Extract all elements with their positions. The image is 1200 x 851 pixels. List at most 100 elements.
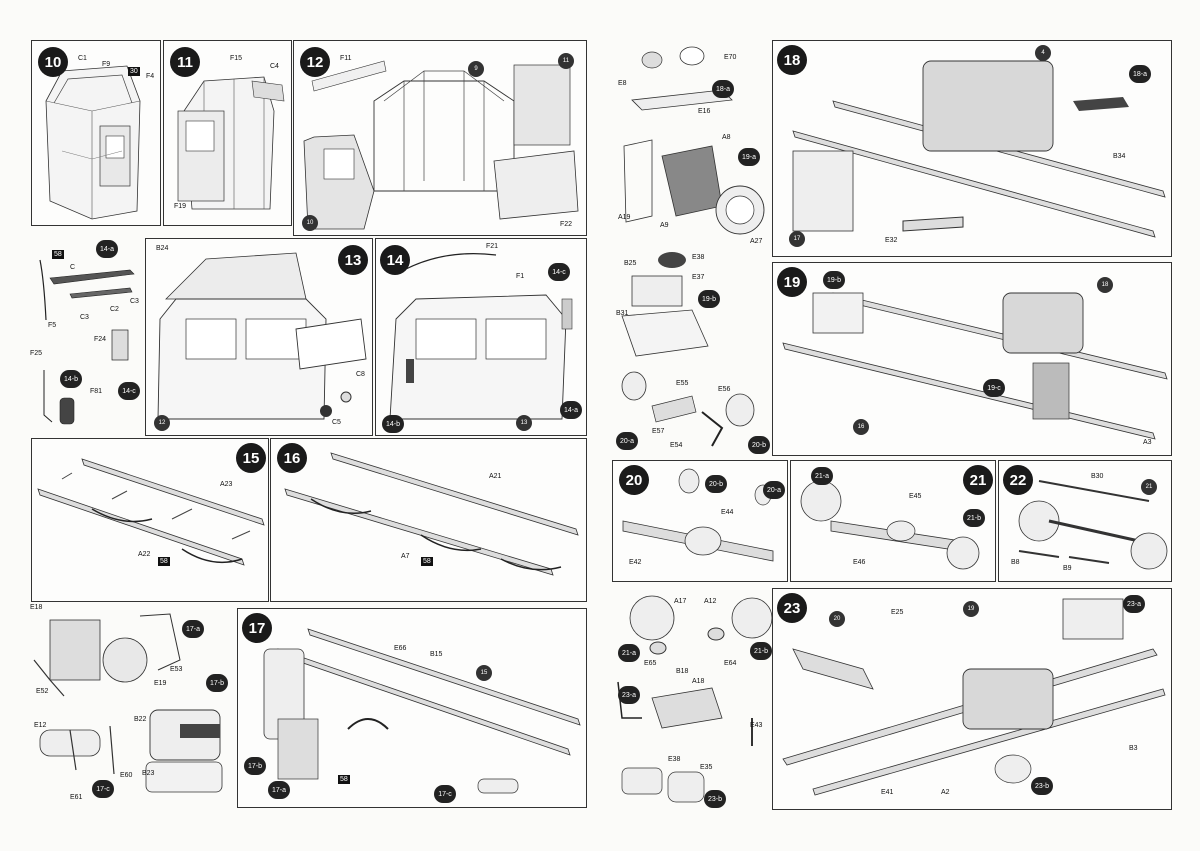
part-label: E37 (692, 274, 705, 281)
step-number: 17 (242, 613, 272, 643)
part-label: A19 (618, 214, 631, 221)
part-label: E52 (36, 688, 49, 695)
subassembly-17a: E18 17-a E53 E52 E19 (30, 600, 220, 700)
part-label: E35 (700, 764, 713, 771)
part-label: E44 (721, 509, 734, 516)
subassembly-badge: 20-a (763, 481, 785, 499)
step-number: 22 (1003, 465, 1033, 495)
step-number: 14 (380, 245, 410, 275)
chassis-radiator-drawing (782, 292, 1168, 440)
radiator-drawing (623, 139, 765, 235)
subassembly-badge: 20-a (616, 432, 638, 450)
cab-interior-drawing (45, 65, 141, 220)
subassembly-badge: 18-a (712, 80, 734, 98)
subassembly-21ab: A17 A12 21-a E65 E64 21-b (612, 588, 774, 674)
part-label: E53 (170, 666, 183, 673)
step-number: 16 (277, 443, 307, 473)
cab-rollcage-drawing (303, 60, 579, 230)
subassembly-badge: 17-a (268, 781, 290, 799)
ref-circle: 4 (1035, 45, 1051, 61)
transfer-case-drawing (33, 613, 181, 697)
subassembly-badge: 18-a (1129, 65, 1151, 83)
part-label: E8 (618, 80, 627, 87)
mirror-parts-drawing (39, 259, 135, 425)
part-label: C3 (80, 314, 89, 321)
part-label: C1 (78, 55, 87, 62)
frame-rails-drawing (37, 458, 265, 566)
subassembly-badge: 23-b (704, 790, 726, 808)
ref-circle: 20 (829, 611, 845, 627)
part-label: F24 (94, 336, 107, 343)
part-label: C3 (130, 298, 139, 305)
part-label: A21 (489, 473, 502, 480)
ref-circle: 13 (516, 415, 532, 431)
subassembly-badge: 23-a (618, 686, 640, 704)
subassembly-badge: 21-a (618, 644, 640, 662)
subassembly-badge: 17-b (244, 757, 266, 775)
part-label: E32 (885, 237, 898, 244)
part-label: E38 (692, 254, 705, 261)
part-label: F9 (102, 61, 111, 68)
subassembly-17bc: 17-b B22 B23 E12 E60 E61 17-c (30, 670, 235, 810)
ref-circle: 12 (154, 415, 170, 431)
part-label: B3 (1129, 745, 1138, 752)
cab-doors-drawing (177, 76, 285, 210)
axle-hubs-drawing (800, 480, 980, 570)
part-label: E54 (670, 442, 683, 449)
step-number: 19 (777, 267, 807, 297)
part-label: A8 (722, 134, 731, 141)
part-label: B30 (1091, 473, 1104, 480)
part-label: F15 (230, 55, 243, 62)
subassembly-badge: 19-b (698, 290, 720, 308)
part-label: E25 (891, 609, 904, 616)
step-19-panel: 19 19-b 18 19-c 16 A3 (772, 262, 1172, 456)
subassembly-badge: 17-c (92, 780, 114, 798)
star-badge: 30 (128, 67, 140, 76)
part-label: B8 (1011, 559, 1020, 566)
battery-box-drawing (621, 252, 709, 357)
subassembly-20ab: E55 E56 E57 E54 20-a 20-b (612, 366, 772, 456)
part-label: E16 (698, 108, 711, 115)
step-number: 13 (338, 245, 368, 275)
part-label: A2 (941, 789, 950, 796)
part-label: F5 (48, 322, 57, 329)
subassembly-badge: 14-a (96, 240, 118, 258)
part-label: E61 (70, 794, 83, 801)
engine-chassis-drawing (792, 60, 1166, 238)
subassembly-badge: 19-b (823, 271, 845, 289)
part-label: F1 (516, 273, 525, 280)
subassembly-badge: 14-c (118, 382, 140, 400)
part-label: E45 (909, 493, 922, 500)
star-badge: 58 (338, 775, 350, 784)
chassis-tank-drawing (263, 628, 581, 794)
star-badge: 58 (158, 557, 170, 566)
part-label: B15 (430, 651, 443, 658)
subassembly-badge: 23-b (1031, 777, 1053, 795)
ref-circle: 16 (853, 419, 869, 435)
ref-circle: 9 (468, 61, 484, 77)
part-label: F4 (146, 73, 155, 80)
steps-tank-drawing (617, 681, 753, 803)
part-label: C (70, 264, 76, 271)
subassembly-badge: 20-b (705, 475, 727, 493)
subassembly-badge: 14-b (60, 370, 82, 388)
ref-circle: 18 (1097, 277, 1113, 293)
step-number: 18 (777, 45, 807, 75)
part-label: E64 (724, 660, 737, 667)
part-label: A18 (692, 678, 705, 685)
part-label: A9 (660, 222, 669, 229)
part-label: F19 (174, 203, 187, 210)
subassembly-badge: 14-b (382, 415, 404, 433)
part-label: E57 (652, 428, 665, 435)
star-badge: 58 (421, 557, 433, 566)
part-label: E66 (394, 645, 407, 652)
subassembly-badge: 21-b (750, 642, 772, 660)
part-label: B31 (616, 310, 629, 317)
part-label: F21 (486, 243, 499, 250)
part-label: A22 (138, 551, 151, 558)
ref-circle: 11 (558, 53, 574, 69)
subassembly-badge: 14-c (548, 263, 570, 281)
engine-mount-drawing (631, 46, 733, 111)
step-15-panel: 15 A23 A22 58 (31, 438, 269, 602)
part-label: C2 (110, 306, 119, 313)
